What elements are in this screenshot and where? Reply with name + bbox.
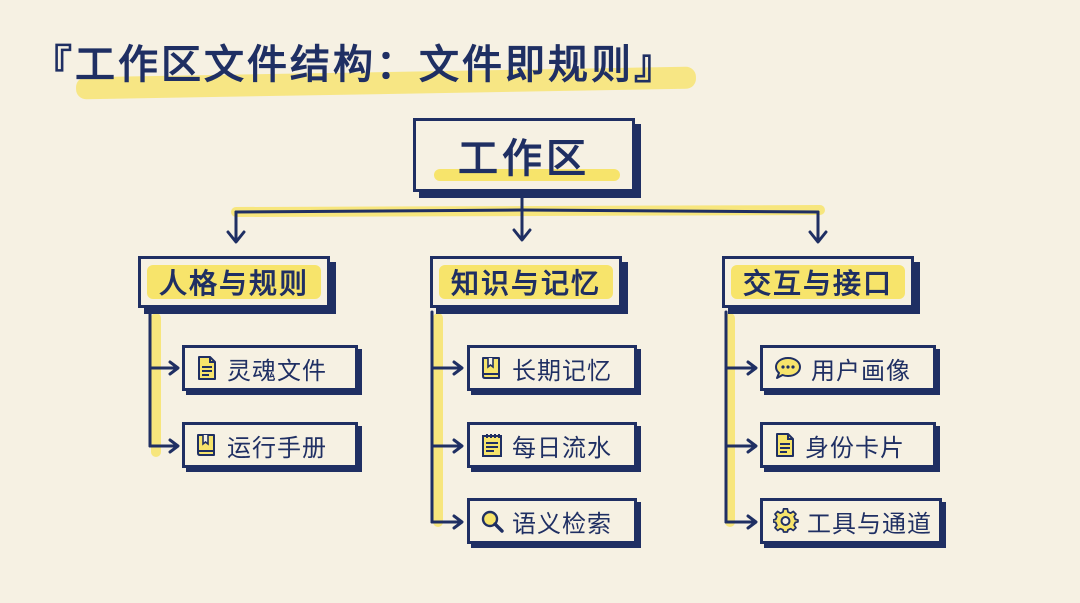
- notepad-icon: [482, 434, 502, 457]
- category-highlight: [147, 265, 321, 299]
- category-highlight: [439, 265, 613, 299]
- item-soul-file: 灵魂文件: [182, 345, 358, 391]
- item-label: 语义检索: [512, 509, 612, 538]
- item-identity-card: 身份卡片: [760, 422, 936, 468]
- gear-icon: [773, 508, 799, 533]
- category-knowledge-memory: 知识与记忆: [430, 256, 622, 308]
- branch-horizontal: [234, 208, 820, 214]
- document-icon: [776, 433, 794, 457]
- item-label: 身份卡片: [805, 433, 905, 462]
- category-highlight: [731, 265, 905, 299]
- root-highlight: [434, 169, 620, 181]
- item-label: 运行手册: [227, 433, 327, 462]
- title-text: 『工作区文件结构：文件即规则』: [32, 42, 677, 88]
- search-icon: [481, 510, 504, 533]
- item-runbook: 运行手册: [182, 422, 358, 468]
- category-label: 人格与规则: [158, 267, 309, 300]
- book-icon: [197, 434, 215, 456]
- item-semantic-search: 语义检索: [467, 498, 637, 544]
- item-label: 灵魂文件: [227, 356, 327, 385]
- category-label: 知识与记忆: [450, 267, 601, 300]
- item-label: 用户画像: [811, 356, 911, 385]
- item-user-profile: 用户画像: [760, 345, 936, 391]
- item-label: 长期记忆: [512, 356, 612, 385]
- page-title: 『工作区文件结构：文件即规则』: [32, 26, 732, 106]
- chat-bubble-icon: [775, 357, 801, 379]
- item-daily-log: 每日流水: [467, 422, 637, 468]
- root-node: 工作区: [413, 118, 635, 192]
- item-long-term-memory: 长期记忆: [467, 345, 637, 391]
- root-label: 工作区: [458, 136, 590, 182]
- bookmark-book-icon: [482, 357, 500, 379]
- category-persona-rules: 人格与规则: [138, 256, 330, 308]
- category-label: 交互与接口: [742, 267, 893, 300]
- document-icon: [198, 356, 216, 380]
- item-label: 每日流水: [512, 433, 612, 462]
- item-label: 工具与通道: [807, 509, 932, 538]
- item-tools-channels: 工具与通道: [760, 498, 942, 544]
- category-interaction-interface: 交互与接口: [722, 256, 914, 308]
